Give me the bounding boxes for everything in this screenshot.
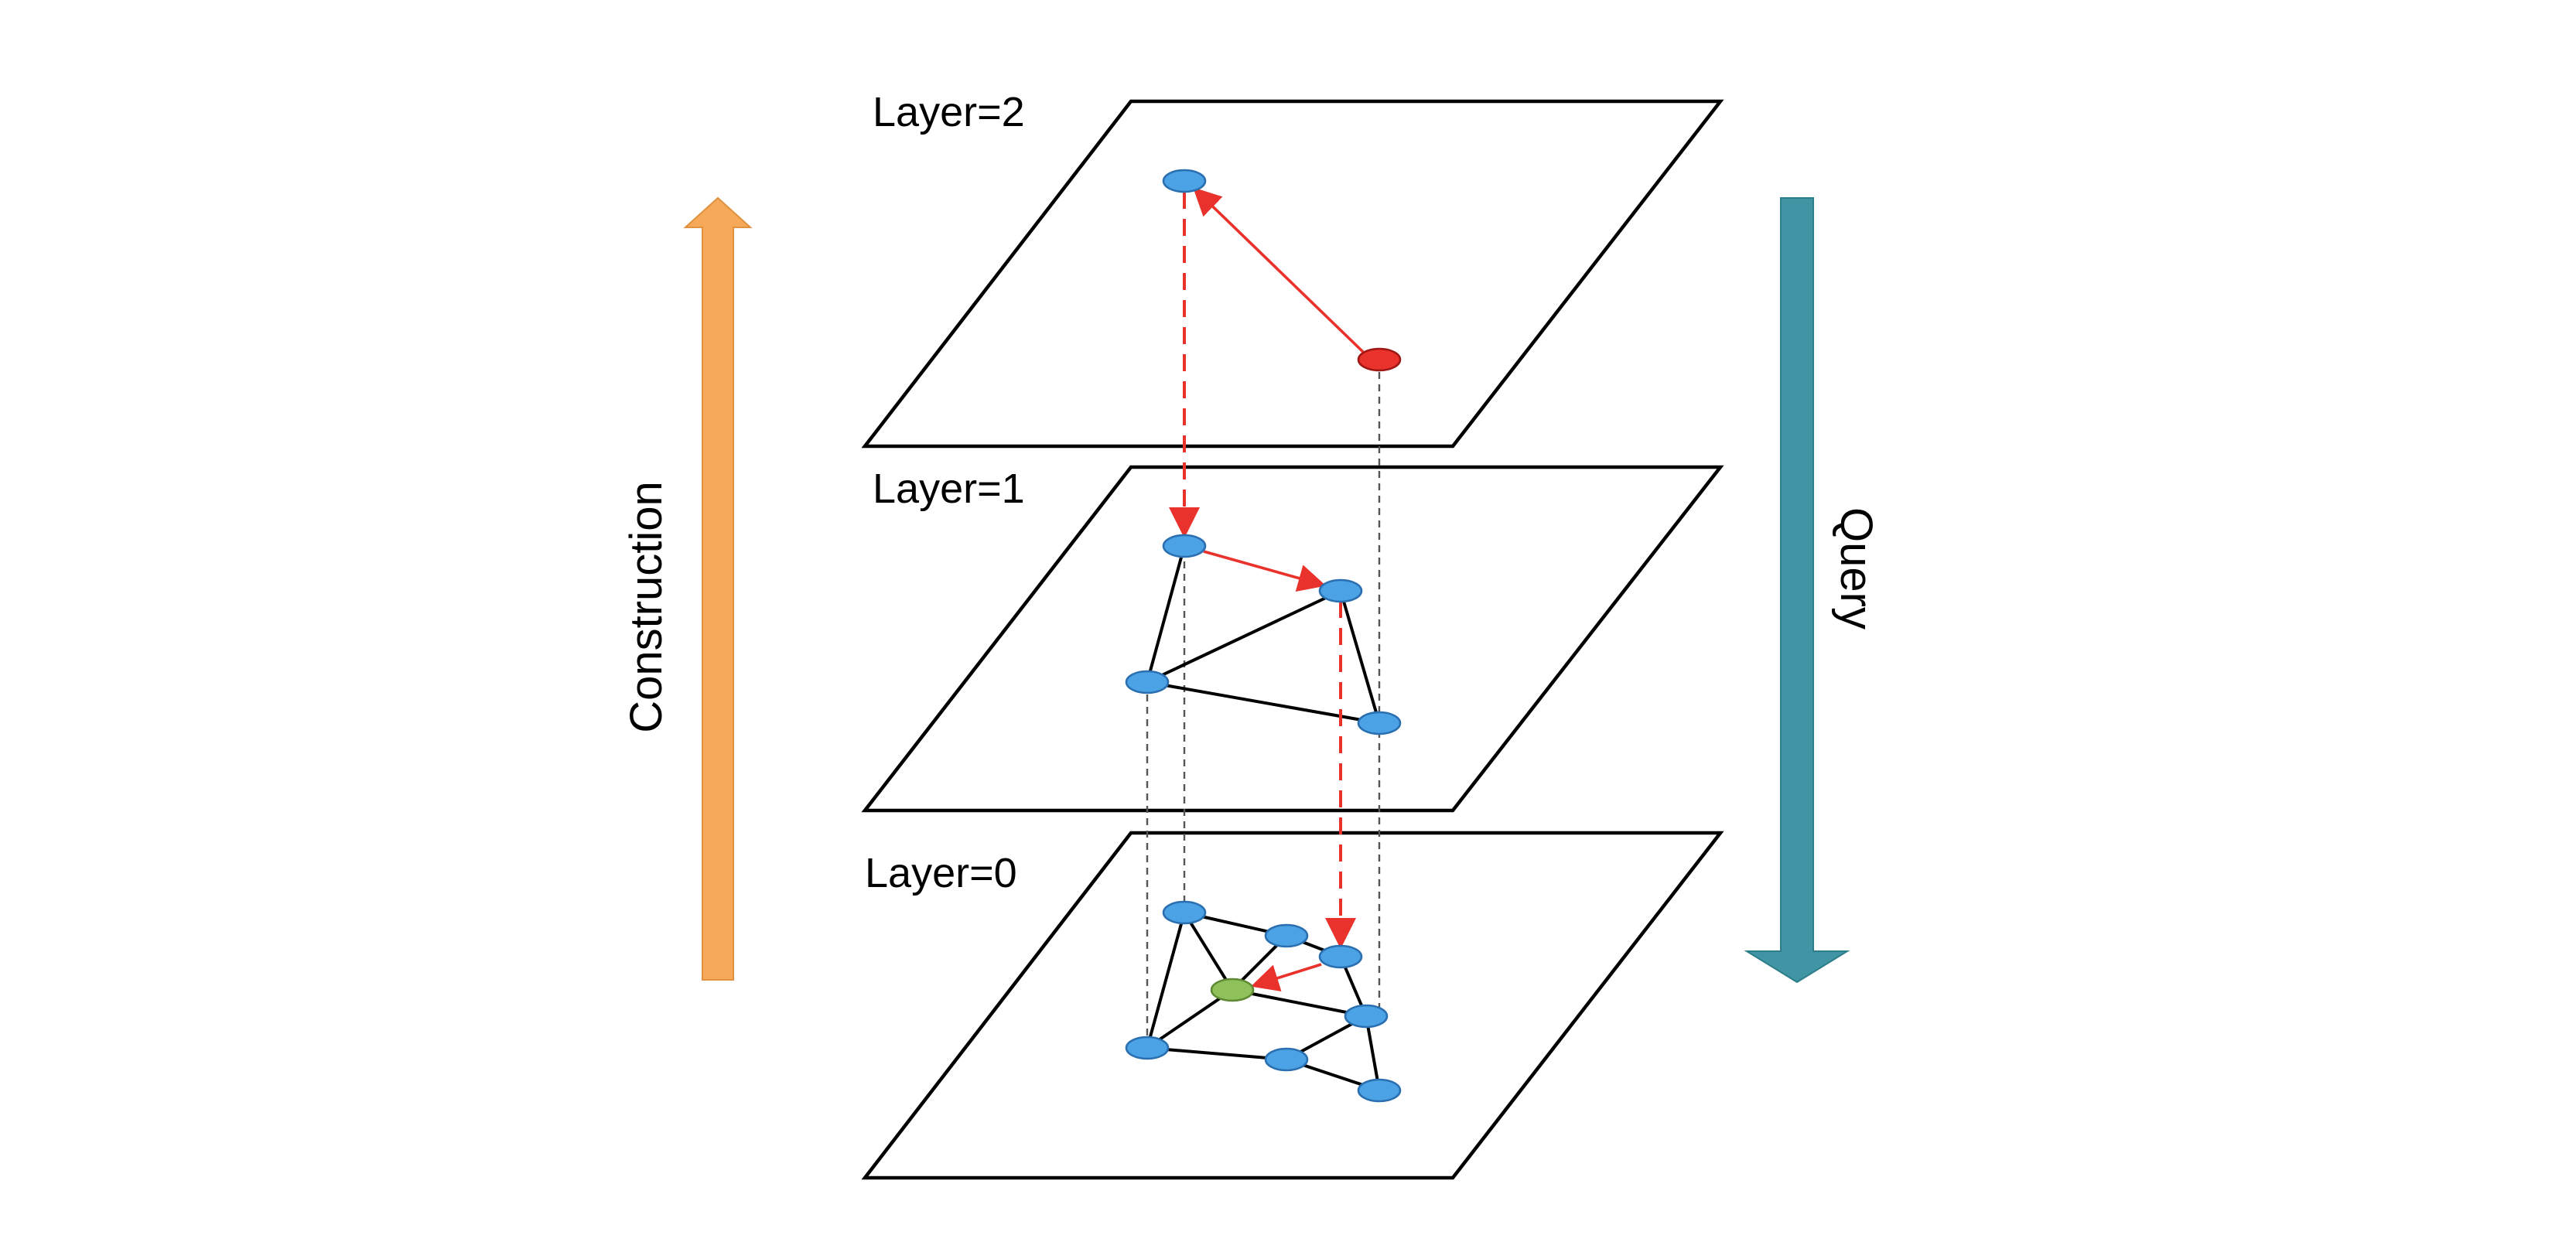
graph-node <box>1357 1078 1402 1103</box>
graph-node <box>1264 923 1309 948</box>
layer-1-plane <box>861 465 1724 813</box>
graph-node <box>1357 711 1402 735</box>
graph-node <box>1125 1036 1170 1060</box>
graph-node <box>1162 169 1207 193</box>
search-edge-layer-2 <box>1193 187 1365 353</box>
query-label: Query <box>1831 507 1881 630</box>
layer-2-label: Layer=2 <box>873 89 1025 135</box>
graph-node <box>1318 944 1363 969</box>
graph-node <box>1344 1004 1389 1029</box>
graph-edge <box>1232 988 1367 1018</box>
graph-edge <box>1146 545 1186 683</box>
layer-1-nodes <box>1125 534 1402 735</box>
layer-1-label: Layer=1 <box>873 466 1025 512</box>
graph-edge <box>1339 590 1381 724</box>
graph-node <box>1125 670 1170 694</box>
construction-arrow <box>683 196 753 981</box>
layer-0-plane <box>861 831 1724 1180</box>
layer-2-plane <box>861 99 1724 449</box>
search-edge-layer-0 <box>1250 963 1322 992</box>
graph-edge <box>1365 1015 1381 1091</box>
graph-edge <box>1146 589 1341 684</box>
graph-edge <box>1146 912 1186 1049</box>
search-edge-layer-1 <box>1203 550 1327 592</box>
graph-node <box>1162 900 1207 925</box>
search-path <box>1169 187 1365 992</box>
graph-node <box>1162 534 1207 558</box>
layer-2-nodes <box>1162 169 1402 372</box>
construction-label: Construction <box>621 481 671 733</box>
entry-point-node <box>1357 347 1402 372</box>
graph-edge <box>1183 911 1234 991</box>
layer-0-nodes <box>1125 900 1402 1103</box>
graph-edge <box>1146 988 1234 1049</box>
graph-node <box>1264 1047 1309 1072</box>
nearest-neighbor-node <box>1210 978 1255 1002</box>
layer-0-label: Layer=0 <box>865 850 1017 896</box>
graph-edge <box>1146 1046 1287 1061</box>
projection-lines <box>1146 360 1381 1048</box>
query-arrow <box>1744 197 1850 984</box>
graph-node <box>1318 578 1363 603</box>
